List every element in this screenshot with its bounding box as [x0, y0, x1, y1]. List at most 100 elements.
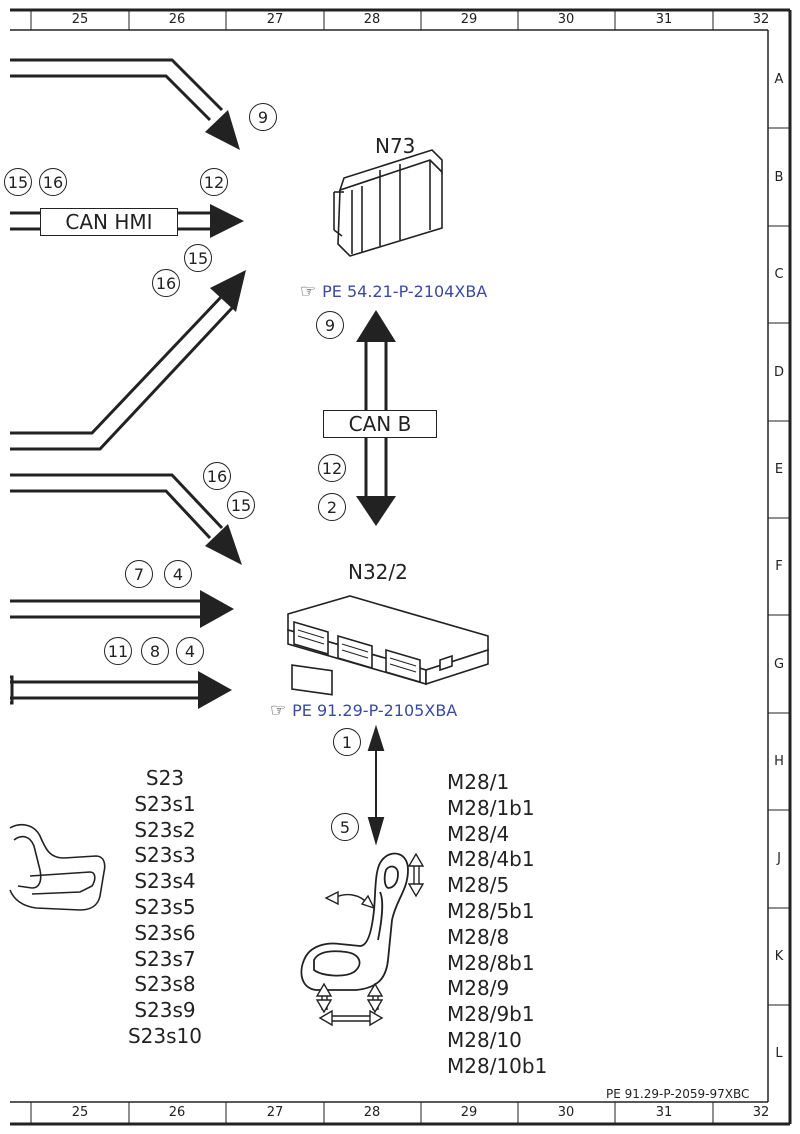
- n73-reference-text: PE 54.21-P-2104XBA: [322, 282, 488, 301]
- signal-arrow-seat: [367, 724, 385, 846]
- col-label: 29: [460, 1105, 478, 1120]
- col-label: 25: [71, 12, 89, 27]
- row-label: C: [774, 267, 784, 282]
- row-label: A: [774, 72, 784, 87]
- signal-marker: 16: [203, 462, 231, 490]
- signal-marker: 5: [331, 813, 359, 841]
- row-label: H: [774, 754, 784, 769]
- s23-item: S23s1: [134, 791, 196, 816]
- s23-item: S23s5: [134, 894, 196, 919]
- signal-marker: 7: [125, 560, 153, 588]
- bus-arrow-top: [10, 58, 224, 122]
- col-label: 30: [557, 1105, 575, 1120]
- can-b-label: CAN B: [323, 410, 437, 438]
- signal-marker: 12: [318, 454, 346, 482]
- m28-item: M28/8: [447, 924, 510, 949]
- col-label: 25: [71, 1105, 89, 1120]
- s23-item: S23s2: [134, 817, 196, 842]
- bus-arrow-mid: [10, 599, 202, 619]
- col-label: 27: [266, 12, 284, 27]
- arrowhead-low: [198, 671, 232, 709]
- m28-item: M28/9b1: [447, 1002, 535, 1027]
- bus-arrow-diagonal-up: [10, 294, 234, 451]
- n73-title: N73: [375, 134, 416, 158]
- s23-item: S23s3: [134, 843, 196, 868]
- arrowhead-top: [205, 110, 240, 150]
- s23-item: S23s4: [134, 869, 196, 894]
- bus-arrow-low: [10, 675, 202, 705]
- arrowhead-can-b-down: [356, 496, 396, 526]
- n73-reference-link[interactable]: ☞ PE 54.21-P-2104XBA: [300, 281, 487, 302]
- col-label: 31: [655, 1105, 673, 1120]
- m28-item: M28/4b1: [447, 847, 535, 872]
- m28-item: M28/10: [447, 1027, 522, 1052]
- s23-component-list: S23 S23s1 S23s2 S23s3 S23s4 S23s5 S23s6 …: [105, 766, 225, 1050]
- bus-arrow-diagonal-down: [10, 473, 224, 540]
- n32-2-reference-text: PE 91.29-P-2105XBA: [292, 701, 458, 720]
- signal-marker: 4: [164, 560, 192, 588]
- signal-marker: 15: [184, 244, 212, 272]
- m28-component-list: M28/1 M28/1b1 M28/4 M28/4b1 M28/5 M28/5b…: [447, 770, 547, 1080]
- signal-marker: 11: [104, 637, 132, 665]
- signal-marker: 15: [227, 491, 255, 519]
- signal-marker: 15: [4, 168, 32, 196]
- m28-item: M28/8b1: [447, 950, 535, 975]
- m28-item: M28/10b1: [447, 1053, 548, 1078]
- arrowhead-diagonal-up: [210, 270, 246, 312]
- s23-item: S23s6: [134, 920, 196, 945]
- col-label: 31: [655, 12, 673, 27]
- row-ticks: [768, 127, 790, 1006]
- pointing-hand-icon: ☞: [300, 281, 317, 302]
- document-reference: PE 91.29-P-2059-97XBC: [606, 1087, 750, 1101]
- row-label: K: [774, 949, 784, 964]
- row-label: J: [777, 851, 781, 866]
- row-label: G: [773, 657, 785, 672]
- signal-marker: 2: [318, 493, 346, 521]
- signal-marker: 16: [152, 269, 180, 297]
- pointing-hand-icon: ☞: [270, 700, 287, 721]
- row-label: D: [773, 365, 784, 380]
- n32-2-reference-link[interactable]: ☞ PE 91.29-P-2105XBA: [270, 700, 457, 721]
- n73-control-unit-drawing: [333, 149, 443, 257]
- col-label: 28: [363, 1105, 381, 1120]
- arrowhead-can-b-up: [356, 310, 396, 342]
- arrowheads: [198, 110, 396, 709]
- signal-marker: 16: [39, 168, 67, 196]
- col-label: 28: [363, 12, 381, 27]
- m28-item: M28/5b1: [447, 898, 535, 923]
- arrowhead-mid: [200, 590, 234, 628]
- col-label: 29: [460, 12, 478, 27]
- m28-item: M28/1b1: [447, 795, 535, 820]
- can-hmi-label: CAN HMI: [40, 208, 178, 236]
- seat-switch-drawing: [9, 823, 106, 911]
- m28-item: M28/1: [447, 770, 510, 794]
- col-label: 30: [557, 12, 575, 27]
- n32-2-title: N32/2: [348, 560, 408, 584]
- seat-motion-arrows: [315, 852, 425, 1027]
- m28-item: M28/5: [447, 873, 510, 898]
- s23-item: S23s10: [127, 1023, 202, 1048]
- signal-marker: 12: [200, 168, 228, 196]
- row-label: F: [775, 559, 783, 574]
- arrowhead-can-hmi: [210, 204, 244, 238]
- signal-marker: 9: [249, 103, 277, 131]
- row-label: E: [774, 462, 784, 477]
- m28-item: M28/4: [447, 821, 510, 846]
- m28-item: M28/9: [447, 976, 510, 1001]
- n32-2-control-unit-drawing: [287, 595, 489, 696]
- signal-marker: 4: [176, 637, 204, 665]
- row-label: L: [775, 1046, 783, 1061]
- arrowhead-diagonal-down: [205, 524, 242, 565]
- s23-item: S23s7: [134, 946, 196, 971]
- s23-item: S23s8: [134, 972, 196, 997]
- column-ticks: [30, 10, 714, 1124]
- col-label: 32: [752, 12, 770, 27]
- seat-drawing: [300, 852, 409, 991]
- s23-item: S23: [145, 766, 185, 790]
- signal-marker: 8: [141, 637, 169, 665]
- col-label: 27: [266, 1105, 284, 1120]
- row-label: B: [774, 170, 784, 185]
- col-label: 26: [168, 12, 186, 27]
- col-label: 32: [752, 1105, 770, 1120]
